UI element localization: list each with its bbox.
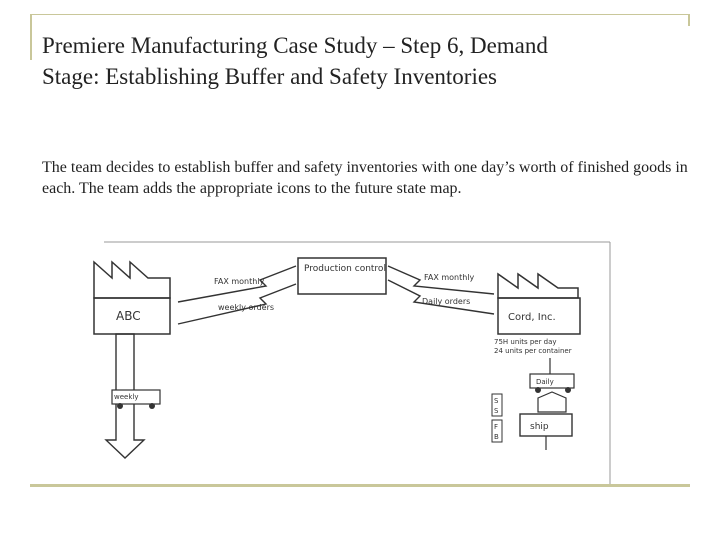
bottom-rule [30,484,690,487]
fax-monthly-left-label: FAX monthly [214,277,265,286]
ship-label: ship [530,422,549,432]
abc-shipment-arrow [104,333,146,459]
fax-monthly-right-label: FAX monthly [424,273,475,282]
supplier-note-1: 75H units per day [494,338,557,346]
fax-arrow-right [387,265,495,295]
ship-arrow-icon [537,391,567,413]
buffer-stock-icon [491,419,503,443]
buffer-letter-2: S [494,407,499,415]
left-accent-bar [30,14,32,60]
buffer-letter-1: S [494,397,499,405]
supplier-note-2: 24 units per container [494,347,572,355]
weekly-truck-label: weekly [114,393,138,401]
daily-truck-icon [529,373,575,389]
supplier-factory-icon [497,272,579,299]
supplier-label: Cord, Inc. [508,312,556,323]
top-right-tick [688,14,690,26]
slide-body-text: The team decides to establish buffer and… [42,159,688,197]
daily-orders-label: Daily orders [422,297,470,306]
daily-truck-label: Daily [536,378,554,386]
production-control-box [297,257,387,295]
buffer-letter-4: B [494,433,499,441]
buffer-letter-3: F [494,423,498,431]
weekly-orders-arrow [177,283,297,325]
value-stream-map-sketch: Production control ABC Cord, Inc. FAX mo… [93,241,611,484]
safety-stock-icon [491,393,503,417]
supplier-box [497,297,581,335]
fax-arrow-left [177,265,297,303]
top-rule [30,14,690,15]
abc-factory-icon [93,260,171,299]
weekly-truck-icon [111,389,161,405]
daily-orders-arrow [387,279,495,315]
production-control-label: Production control [304,264,386,274]
weekly-orders-label: weekly orders [218,303,274,312]
slide-title: Premiere Manufacturing Case Study – Step… [42,30,692,92]
slide-title-line-2: Stage: Establishing Buffer and Safety In… [42,64,498,89]
abc-label: ABC [116,309,141,323]
slide-title-line-1: Premiere Manufacturing Case Study – Step… [42,33,548,58]
